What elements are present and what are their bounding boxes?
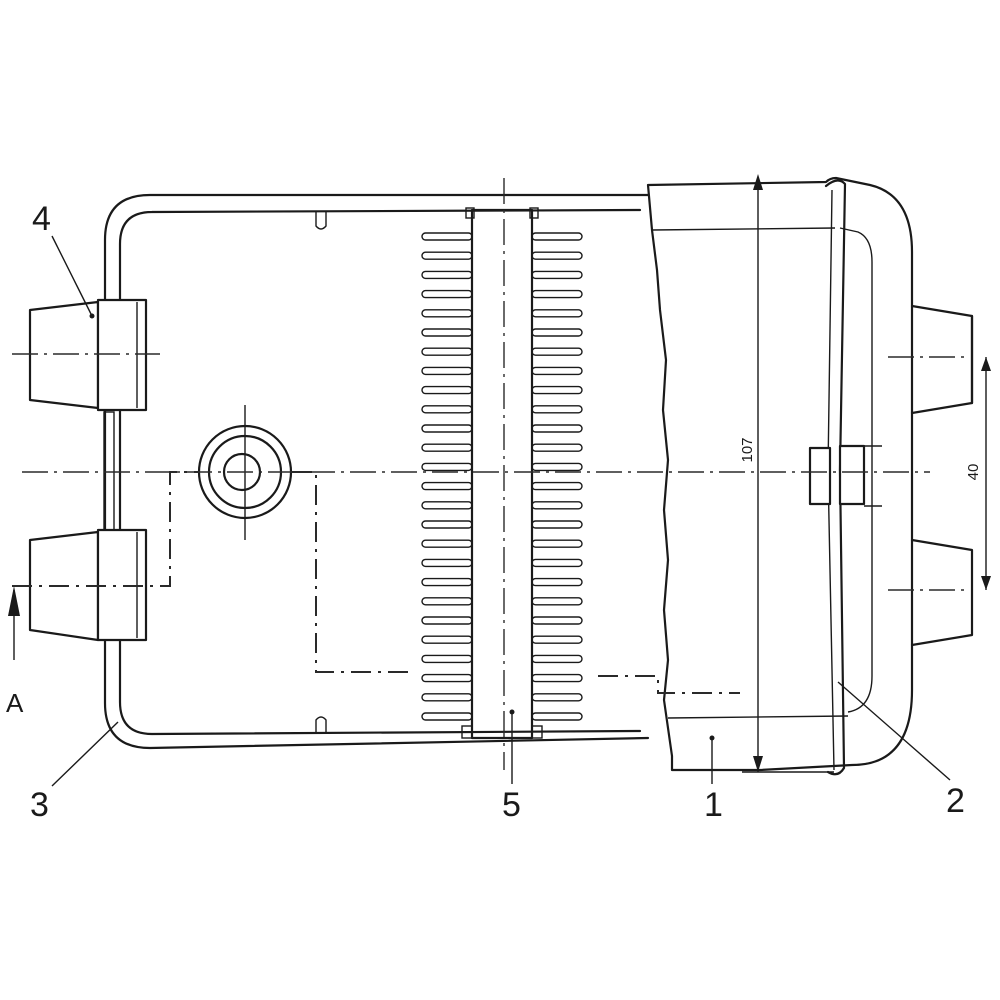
terminal-fin: [531, 232, 583, 241]
terminal-fin: [531, 424, 583, 433]
terminal-fin: [421, 424, 473, 433]
terminal-fin: [421, 597, 473, 606]
terminal-fin: [531, 654, 583, 664]
mounting-notches: [315, 212, 327, 734]
terminal-fin: [421, 481, 473, 491]
callout-3: 3: [30, 786, 49, 824]
terminal-fin: [421, 289, 473, 299]
center-lines: [12, 178, 970, 770]
terminal-fin: [531, 270, 583, 280]
terminal-fin: [421, 616, 473, 625]
terminal-fin: [421, 232, 473, 241]
terminal-fin: [421, 309, 473, 318]
callout-1: 1: [704, 786, 723, 824]
housing: [103, 193, 650, 750]
terminal-fin: [531, 520, 583, 529]
terminal-fin: [531, 347, 583, 356]
terminal-fin: [421, 405, 473, 414]
terminal-fin: [421, 270, 473, 280]
terminal-fin: [531, 539, 583, 548]
terminal-fin: [531, 443, 583, 452]
terminal-fin: [531, 693, 583, 702]
terminal-fin: [531, 462, 583, 472]
terminal-fin: [531, 405, 583, 414]
terminal-fin: [531, 385, 583, 395]
terminal-fin: [421, 328, 473, 337]
terminal-fin: [531, 328, 583, 337]
callout-5: 5: [502, 786, 521, 824]
right-gland-lower: [910, 538, 974, 647]
terminal-fin: [421, 577, 473, 587]
terminal-fin: [421, 366, 473, 376]
terminal-fin: [421, 673, 473, 683]
clip: [808, 179, 882, 776]
terminal-fin: [531, 481, 583, 491]
dimension-107: [742, 174, 834, 773]
terminal-fin: [421, 693, 473, 702]
terminal-fin: [421, 347, 473, 356]
terminal-fin: [531, 616, 583, 625]
cover: [646, 176, 914, 772]
terminal-fin: [531, 577, 583, 587]
callout-leaders: [51, 235, 951, 787]
terminal-fin: [531, 309, 583, 318]
callout-2: 2: [946, 782, 965, 820]
terminal-fin: [421, 635, 473, 644]
terminal-fin: [421, 385, 473, 395]
terminal-fin: [531, 673, 583, 683]
terminal-fin: [421, 539, 473, 548]
terminal-fins-left: [421, 232, 473, 721]
terminal-fin: [531, 558, 583, 568]
terminal-fins-right: [531, 232, 583, 721]
view-marker-label: A: [6, 688, 24, 718]
view-arrow-a: [8, 586, 20, 660]
dimension-40: [981, 357, 991, 590]
wiring-path: [12, 471, 740, 694]
terminal-fin: [421, 251, 473, 260]
wall-slot: [103, 411, 115, 531]
terminal-block: [421, 207, 583, 740]
terminal-fin: [421, 462, 473, 472]
terminal-fin: [531, 251, 583, 260]
terminal-fin: [531, 635, 583, 644]
terminal-fin: [421, 443, 473, 452]
terminal-fin: [531, 712, 583, 721]
terminal-fin: [531, 501, 583, 510]
terminal-fin: [421, 654, 473, 664]
dimension-107-label: 107: [739, 437, 756, 462]
terminal-fin: [531, 597, 583, 606]
terminal-fin: [421, 520, 473, 529]
dimension-40-label: 40: [965, 464, 982, 481]
terminal-fin: [421, 558, 473, 568]
terminal-fin: [421, 501, 473, 510]
terminal-fin: [531, 289, 583, 299]
terminal-fin: [531, 366, 583, 376]
right-gland-upper: [910, 304, 974, 415]
terminal-fin: [421, 712, 473, 721]
callout-4: 4: [32, 200, 51, 238]
left-gland-upper: [28, 298, 148, 412]
